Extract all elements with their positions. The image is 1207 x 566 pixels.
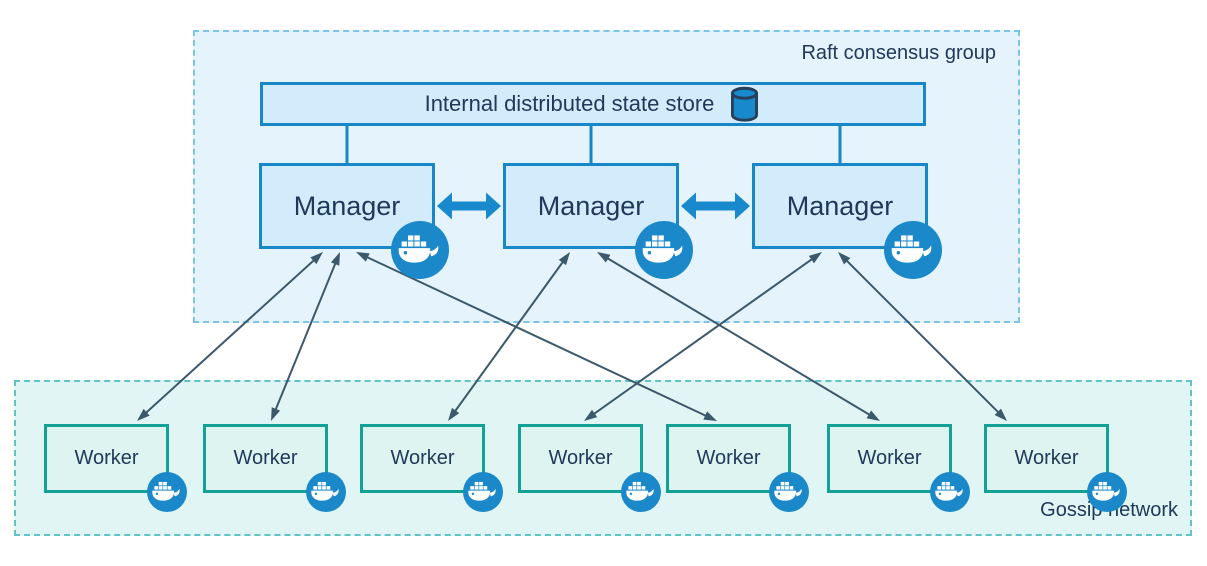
docker-icon	[463, 472, 503, 512]
worker-node-label: Worker	[1014, 447, 1079, 469]
worker-5-node: Worker	[666, 424, 791, 493]
docker-icon	[635, 221, 693, 279]
state-store-label: Internal distributed state store	[424, 91, 715, 116]
worker-6-node: Worker	[827, 424, 952, 493]
docker-icon	[769, 472, 809, 512]
manager-node-label: Manager	[293, 190, 401, 221]
worker-3-node: Worker	[360, 424, 485, 493]
docker-icon	[391, 221, 449, 279]
worker-4-node: Worker	[518, 424, 643, 493]
docker-icon	[621, 472, 661, 512]
manager-node-label: Manager	[786, 190, 894, 221]
worker-node-label: Worker	[390, 447, 455, 469]
manager-node-label: Manager	[537, 190, 645, 221]
worker-1-node: Worker	[44, 424, 169, 493]
raft-consensus-group-label: Raft consensus group	[801, 42, 996, 64]
worker-node-label: Worker	[233, 447, 298, 469]
worker-node-label: Worker	[857, 447, 922, 469]
state-store-node: Internal distributed state store	[260, 82, 926, 126]
worker-2-node: Worker	[203, 424, 328, 493]
worker-7-node: Worker	[984, 424, 1109, 493]
database-icon	[728, 86, 761, 123]
docker-icon	[147, 472, 187, 512]
docker-icon	[1087, 472, 1127, 512]
docker-icon	[306, 472, 346, 512]
docker-icon	[884, 221, 942, 279]
docker-icon	[930, 472, 970, 512]
worker-node-label: Worker	[74, 447, 139, 469]
worker-node-label: Worker	[696, 447, 761, 469]
worker-node-label: Worker	[548, 447, 613, 469]
